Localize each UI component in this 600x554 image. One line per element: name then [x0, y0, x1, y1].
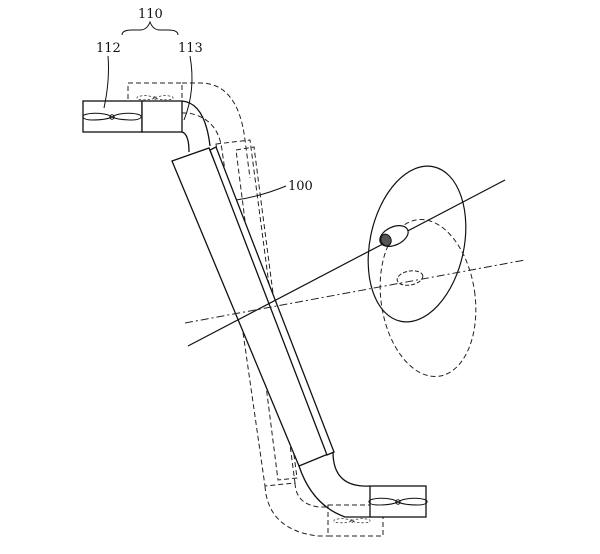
upper-fan-housing [82, 100, 143, 133]
main-body [171, 147, 334, 467]
dashed-rotation-axis [184, 259, 526, 324]
leader-100 [235, 185, 287, 201]
rotation-axis [187, 179, 506, 347]
label-112: 112 [96, 41, 121, 56]
leader-112 [103, 55, 109, 109]
label-group-110: 110 [121, 7, 179, 36]
label-110: 110 [138, 7, 163, 22]
support-arm [82, 100, 427, 518]
dashed-lamp-icon [396, 270, 424, 286]
ghost-bottom-propeller-icon [333, 518, 371, 524]
lamp-icon [379, 225, 409, 247]
dashed-rotation-ellipse [379, 218, 477, 378]
ghost-top-propeller-icon [136, 95, 174, 101]
label-100: 100 [288, 179, 313, 194]
leader-113 [183, 55, 193, 121]
rotation-ellipse [367, 165, 467, 323]
label-113: 113 [178, 41, 203, 56]
